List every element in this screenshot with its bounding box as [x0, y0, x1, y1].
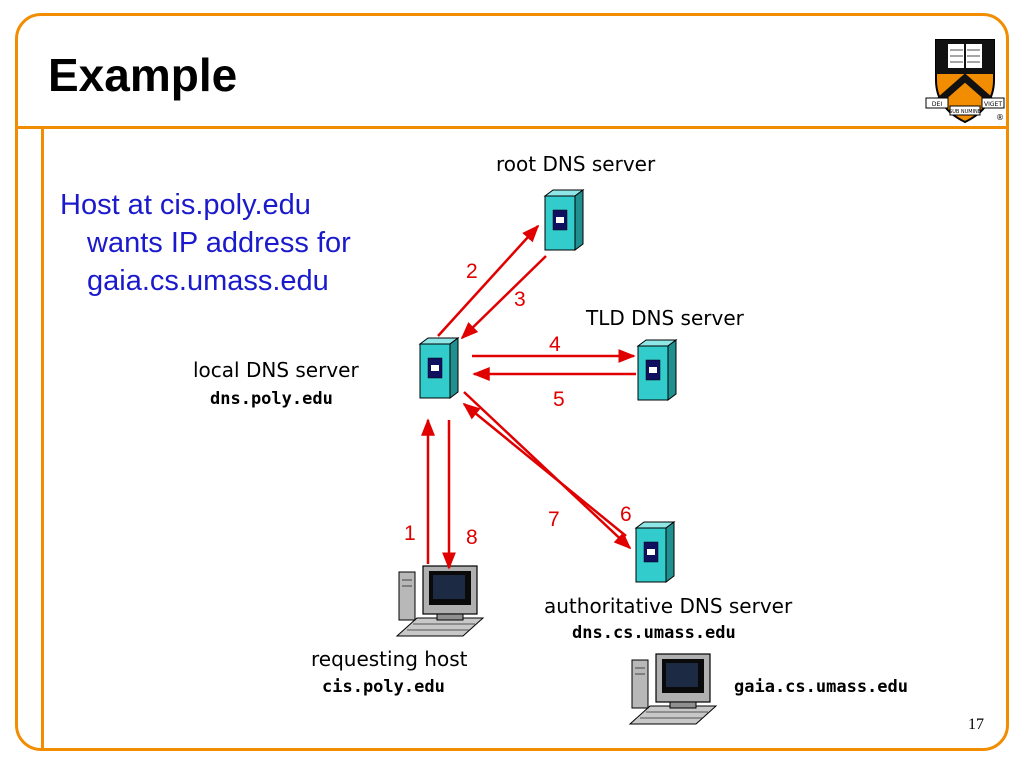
- title-divider: [18, 126, 1006, 129]
- requesting-host-computer-icon: [396, 565, 484, 637]
- host-description-line-1: Host at cis.poly.edu: [60, 189, 311, 221]
- logo-motto-right: VIGET: [984, 101, 1002, 108]
- requesting-host-label: requesting host: [311, 647, 468, 671]
- arrow-step-3: [460, 255, 547, 340]
- authoritative-dns-server-icon: [635, 521, 675, 583]
- step-number-4: 4: [549, 333, 561, 356]
- step-number-1: 1: [404, 522, 416, 545]
- step-number-7: 7: [548, 508, 560, 531]
- page-number: 17: [968, 716, 984, 733]
- host-description: Host at cis.poly.edu wants IP address fo…: [60, 186, 430, 300]
- host-description-line-2: wants IP address for: [87, 227, 351, 259]
- step-number-2: 2: [466, 260, 478, 283]
- authoritative-dns-server-host: dns.cs.umass.edu: [572, 623, 736, 643]
- local-dns-server-host: dns.poly.edu: [210, 389, 333, 409]
- step-number-5: 5: [553, 388, 565, 411]
- logo-motto-center: SUB NUMINE: [949, 109, 981, 115]
- logo-motto-left: DEI: [932, 101, 942, 108]
- step-number-8: 8: [466, 526, 478, 549]
- target-host-computer-icon: [629, 653, 717, 725]
- root-dns-server-label: root DNS server: [496, 152, 656, 176]
- target-host-name: gaia.cs.umass.edu: [734, 677, 908, 697]
- princeton-shield-icon: DEI SUB NUMINE VIGET ®: [925, 39, 1005, 124]
- root-dns-server-icon: [544, 189, 584, 251]
- slide-frame: [15, 13, 1009, 751]
- tld-dns-server-label: TLD DNS server: [586, 306, 744, 330]
- step-number-3: 3: [514, 288, 526, 311]
- arrow-step-2: [437, 224, 540, 337]
- logo-registered-mark: ®: [996, 113, 1004, 122]
- local-dns-server-label: local DNS server: [193, 358, 359, 382]
- local-dns-server-icon: [419, 337, 459, 399]
- slide-title: Example: [48, 49, 238, 101]
- arrow-step-7: [462, 402, 627, 537]
- step-number-6: 6: [620, 503, 632, 526]
- requesting-host-name: cis.poly.edu: [322, 677, 445, 697]
- tld-dns-server-icon: [637, 339, 677, 401]
- authoritative-dns-server-label: authoritative DNS server: [544, 594, 793, 618]
- arrow-step-6: [463, 391, 632, 550]
- host-description-line-3: gaia.cs.umass.edu: [87, 265, 329, 297]
- left-divider: [41, 128, 44, 748]
